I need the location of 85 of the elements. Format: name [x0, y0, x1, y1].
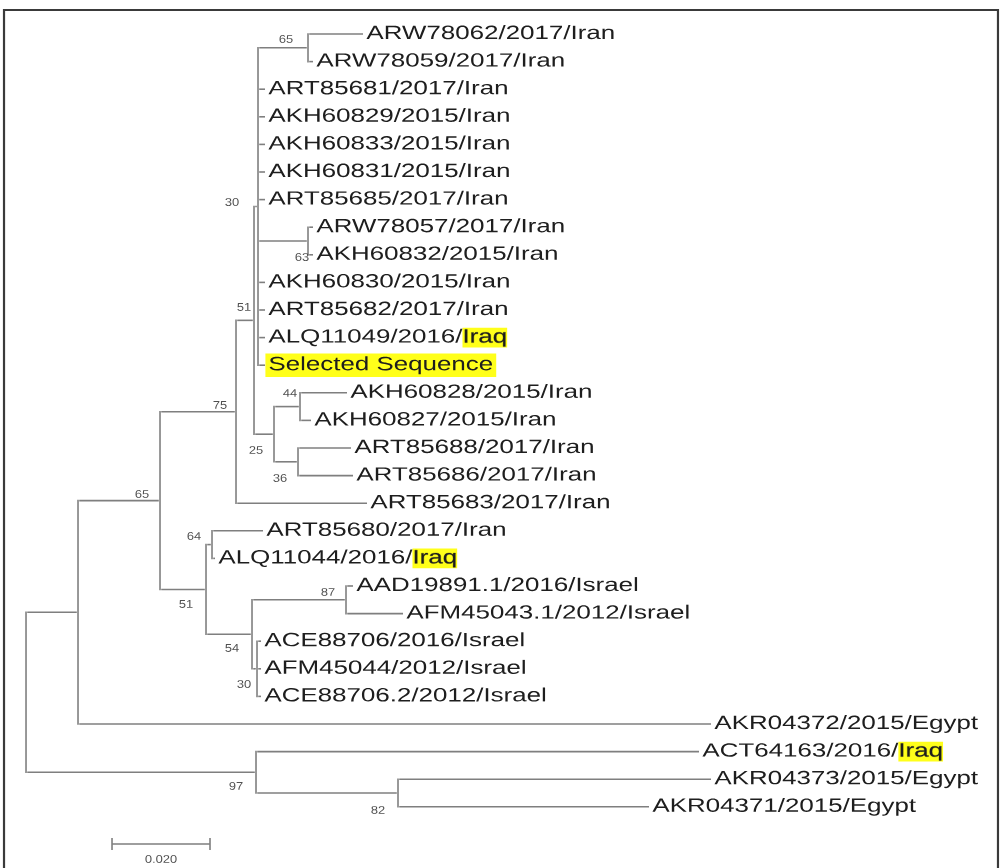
clade-line [205, 543, 207, 636]
branch-line [308, 226, 314, 228]
taxon-label: ARW78059/2017/Iran [316, 52, 564, 67]
branch-line [26, 611, 78, 614]
branch-line [258, 364, 266, 366]
taxon-label: AKH60827/2015/Iran [314, 411, 555, 426]
clade-line [257, 47, 259, 366]
clade-line [77, 499, 79, 725]
branch-line [206, 633, 252, 636]
branch-line [346, 612, 404, 615]
taxon-label: AKR04371/2015/Egypt [652, 797, 916, 816]
branch-line [258, 198, 266, 201]
highlighted-taxon-label: Selected Sequence [265, 353, 497, 377]
taxon-label: ACE88706.2/2012/Israel [264, 687, 546, 702]
taxon-label: ART85681/2017/Iran [268, 80, 507, 95]
taxon-label: AKH60828/2015/Iran [350, 383, 591, 398]
branch-line [256, 792, 398, 794]
taxon-label: AKR04372/2015/Egypt [714, 715, 978, 733]
branch-line [298, 447, 352, 449]
branch-line [346, 585, 354, 587]
taxon-label: AKH60829/2015/Iran [268, 107, 509, 122]
branch-line [236, 502, 368, 504]
branch-line [258, 88, 266, 90]
clade-line [159, 410, 161, 591]
clade-line [255, 750, 257, 794]
branch-line [258, 171, 266, 173]
branch-line [206, 543, 212, 546]
branch-line [274, 461, 298, 463]
clade-line [253, 205, 255, 435]
taxon-label: AKH60831/2015/Iran [268, 163, 509, 178]
taxon-label: ART85682/2017/Iran [268, 301, 507, 316]
branch-line [258, 336, 266, 339]
taxon-label: AKR04373/2015/Egypt [714, 770, 978, 789]
taxon-label: ARW78057/2017/Iran [316, 218, 564, 233]
branch-line [398, 806, 650, 808]
branch-line [212, 530, 264, 532]
branch-line [252, 599, 346, 601]
taxon-label: ACE88706/2016/Israel [264, 632, 524, 647]
branch-line [258, 143, 266, 146]
clade-line [345, 585, 347, 615]
taxon-label: AKH60833/2015/Iran [268, 135, 509, 150]
clade-line [251, 599, 253, 670]
branch-line [256, 750, 700, 753]
clade-line [235, 319, 237, 504]
branch-line [300, 392, 348, 394]
clade-line [297, 447, 299, 477]
branch-line [300, 419, 312, 422]
taxon-label: AAD19891.1/2016/Israel [356, 577, 638, 592]
clade-line [299, 392, 301, 422]
branch-line [160, 410, 236, 413]
clade-line [211, 530, 213, 560]
branch-line [308, 33, 364, 35]
branch-line [258, 309, 266, 311]
branch-line [257, 695, 262, 698]
branch-line [26, 771, 256, 774]
taxon-label: ART85686/2017/Iran [356, 466, 595, 481]
taxon-label: ART85683/2017/Iran [370, 494, 609, 509]
branch-line [398, 778, 712, 780]
branch-line [160, 588, 206, 591]
branch-line [258, 240, 308, 242]
clade-line [256, 640, 258, 698]
taxon-label: ART85685/2017/Iran [268, 190, 507, 205]
branch-line [274, 405, 300, 408]
taxon-label: AFM45044/2012/Israel [264, 659, 525, 674]
taxon-label: AKH60832/2015/Iran [316, 245, 557, 260]
clade-line [25, 611, 27, 774]
taxon-label: AFM45043.1/2012/Israel [406, 604, 689, 619]
clade-line [397, 778, 399, 808]
clade-line [307, 226, 309, 256]
branch-line [254, 433, 274, 435]
branch-line [78, 499, 160, 502]
taxon-label: ART85688/2017/Iran [354, 439, 593, 454]
taxon-label: ART85680/2017/Iran [266, 521, 505, 536]
taxon-label: AKH60830/2015/Iran [268, 273, 509, 288]
branch-line [78, 723, 712, 725]
branch-line [258, 281, 266, 284]
branch-line [258, 116, 266, 118]
branch-line [236, 319, 254, 322]
branch-line [308, 60, 314, 63]
branch-line [308, 254, 314, 256]
branch-line [258, 47, 308, 49]
clade-line [307, 33, 309, 63]
taxon-label: ARW78062/2017/Iran [366, 25, 614, 40]
clade-line [273, 405, 275, 463]
branch-line [298, 474, 354, 477]
